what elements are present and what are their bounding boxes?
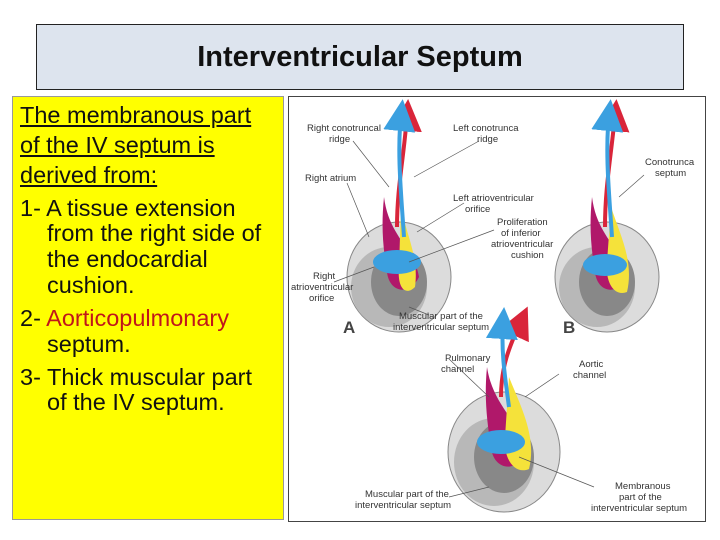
item-3-text: Thick muscular part of the IV septum. — [47, 363, 253, 416]
slide-title: Interventricular Septum — [197, 40, 523, 73]
heart-b — [554, 99, 660, 333]
intro-line-1: The membranous part — [20, 102, 252, 128]
heart-figure: Right conotruncal ridge Left conotrunca … — [288, 96, 706, 522]
heart-c — [447, 306, 561, 513]
label-proliferation: Proliferation of inferior atrioventricul… — [491, 217, 556, 261]
list-item-3: 3- Thick muscular part of the IV septum. — [20, 363, 277, 417]
intro-line-3: derived from: — [20, 161, 158, 188]
label-conotruncal-septum: Conotrunca septum — [645, 157, 697, 179]
heart-a — [346, 99, 452, 333]
item-2-number: 2- — [20, 304, 47, 331]
label-aortic-channel: Aortic channel — [573, 359, 606, 381]
list-item-1: 1- A tissue extension from the right sid… — [20, 194, 277, 299]
label-muscular-part-a: Muscular part of the interventricular se… — [393, 311, 489, 333]
label-left-conotruncal-ridge: Left conotrunca ridge — [453, 123, 521, 145]
panel-letter-a: A — [343, 318, 355, 337]
label-muscular-part-c: Muscular part of the interventricular se… — [355, 489, 452, 511]
item-1-number: 1- — [20, 194, 47, 221]
list-item-2: 2- Aorticopulmonary septum. — [20, 304, 277, 358]
label-left-av-orifice: Left atrioventricular orifice — [453, 193, 536, 215]
heart-diagram: Right conotruncal ridge Left conotrunca … — [291, 99, 697, 514]
title-box: Interventricular Septum — [36, 24, 684, 90]
item-1-text: A tissue extension from the right side o… — [46, 194, 262, 299]
label-right-atrium: Right atrium — [305, 173, 356, 184]
text-panel: The membranous part of the IV septum is … — [12, 96, 284, 520]
panel-letter-b: B — [563, 318, 575, 337]
intro-line-2: of the IV septum is — [20, 131, 215, 158]
label-membranous-part: Membranous part of the interventricular … — [591, 481, 687, 514]
label-right-conotruncal-ridge: Right conotruncal ridge — [307, 123, 384, 145]
item-3-number: 3- — [20, 363, 47, 390]
leader-lines — [333, 140, 645, 498]
label-pulmonary-channel: Pulmonary channel — [441, 353, 493, 375]
item-2-highlight: Aorticopulmonary — [46, 304, 229, 331]
item-2-text: septum. — [47, 330, 131, 357]
label-right-av-orifice: Right atrioventricular orifice — [291, 271, 356, 304]
